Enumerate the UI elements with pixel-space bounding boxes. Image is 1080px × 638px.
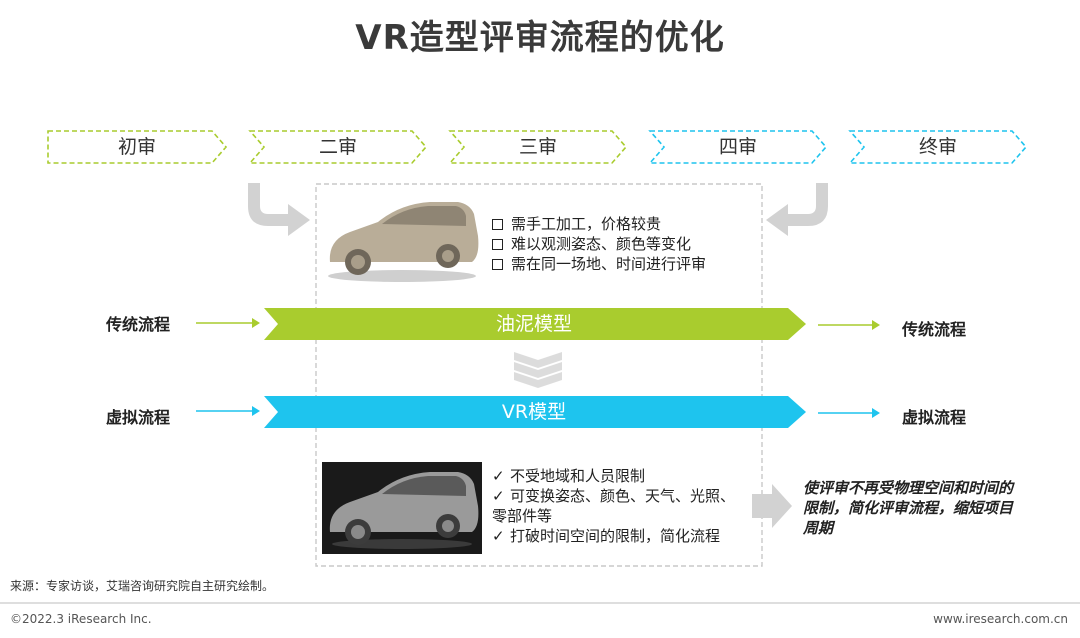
conclusion-arrow [752,484,792,528]
virtual-bullet-1: ✓不受地域和人员限制 [492,467,646,485]
virtual-label-right: 虚拟流程 [902,408,967,427]
virtual-label-left: 虚拟流程 [106,408,171,427]
traditional-right-arrow [818,320,880,330]
stage-chevron-4 [648,130,828,164]
check-icon: ✓ [492,487,505,505]
traditional-bullets: 需手工加工，价格较贵 难以观测姿态、颜色等变化 需在同一场地、时间进行评审 [492,214,706,274]
traditional-bullet-3: 需在同一场地、时间进行评审 [492,254,706,274]
copyright: ©2022.3 iResearch Inc. [10,612,152,626]
stage-label-1: 初审 [117,136,156,158]
virtual-bullet-2: ✓可变换姿态、颜色、天气、光照、 [492,487,736,505]
virtual-bullet-3: ✓打破时间空间的限制，简化流程 [492,527,721,545]
stage-chevron-3 [448,130,628,164]
check-icon: ✓ [492,467,505,485]
virtual-right-arrow [818,408,880,418]
traditional-label-left: 传统流程 [106,315,171,334]
traditional-label-right: 传统流程 [902,320,967,339]
traditional-band-label: 油泥模型 [495,313,572,335]
stage-chevron-5 [848,130,1028,164]
conclusion-text: 使评审不再受物理空间和时间的 限制，简化评审流程，缩短项目 周期 [803,479,1014,537]
check-icon: ✓ [492,527,505,545]
stage-label-3: 三审 [518,136,557,158]
clay-car-image [322,190,482,284]
stage-label-5: 终审 [918,136,957,158]
left-bent-arrow [248,183,310,236]
down-chevrons-icon [514,352,562,388]
stage-chevron-2 [248,130,428,164]
stage-chevron-1 [47,130,228,164]
traditional-bullet-1: 需手工加工，价格较贵 [492,214,706,234]
checkbox-icon [492,259,503,270]
central-dashed-box [315,183,763,567]
right-bent-arrow [766,183,828,236]
virtual-bullet-2-cont: 零部件等 [492,507,553,525]
website-link[interactable]: www.iresearch.com.cn [933,612,1068,626]
source-note: 来源：专家访谈，艾瑞咨询研究院自主研究绘制。 [10,579,275,593]
vr-car-image [322,462,482,554]
checkbox-icon [492,239,503,250]
traditional-left-arrow [196,318,260,328]
virtual-left-arrow [196,406,260,416]
stage-label-4: 四审 [718,136,757,158]
vr-band-label: VR模型 [501,401,567,423]
vr-band [264,396,806,428]
checkbox-icon [492,219,503,230]
traditional-band [264,308,806,340]
stage-label-2: 二审 [318,136,357,158]
traditional-bullet-2: 难以观测姿态、颜色等变化 [492,234,706,254]
page-title: VR造型评审流程的优化 [355,18,725,58]
virtual-bullets: ✓不受地域和人员限制 ✓可变换姿态、颜色、天气、光照、 零部件等 ✓打破时间空间… [492,466,735,546]
